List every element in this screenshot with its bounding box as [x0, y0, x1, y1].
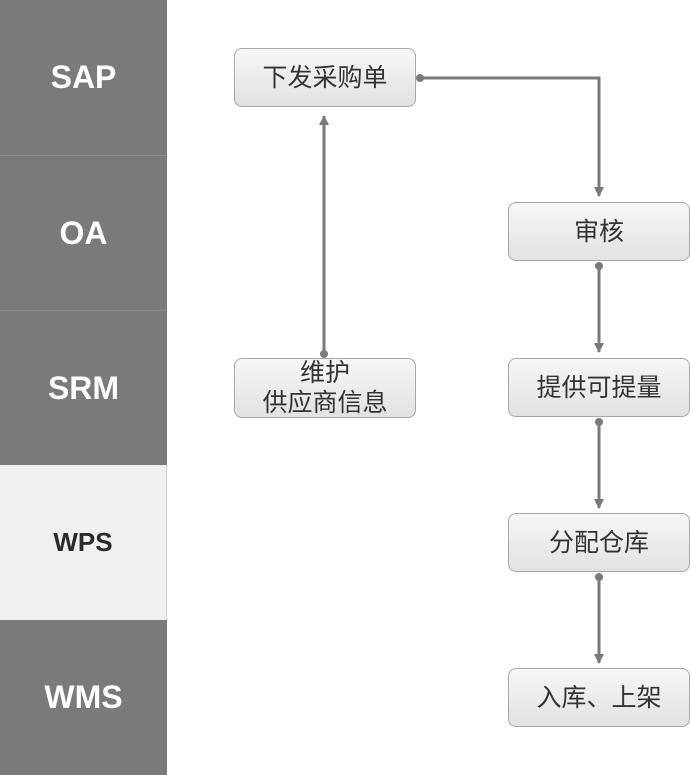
- lane-wms: WMS: [0, 620, 167, 775]
- lane-divider: [0, 310, 167, 311]
- node-maintain-supplier[interactable]: 维护 供应商信息: [234, 358, 416, 418]
- lane-label: WPS: [53, 527, 113, 557]
- node-putaway[interactable]: 入库、上架: [508, 668, 690, 727]
- lane-oa: OA: [0, 156, 167, 310]
- lane-srm: SRM: [0, 311, 167, 465]
- node-audit[interactable]: 审核: [508, 202, 690, 261]
- lane-wps: WPS: [0, 465, 167, 620]
- node-issue-po[interactable]: 下发采购单: [234, 48, 416, 107]
- connector-po-to-audit: [416, 74, 604, 197]
- node-provide-qty[interactable]: 提供可提量: [508, 358, 690, 417]
- connector-qty-to-warehouse: [594, 418, 604, 509]
- node-assign-warehouse[interactable]: 分配仓库: [508, 513, 690, 572]
- lane-divider: [0, 155, 167, 156]
- connector-supplier-to-po: [319, 115, 329, 358]
- connector-audit-to-qty: [594, 262, 604, 353]
- lane-label: SRM: [47, 369, 120, 406]
- lane-label: SAP: [50, 59, 117, 95]
- connector-warehouse-to-putaway: [594, 573, 604, 664]
- lane-label: WMS: [44, 679, 123, 715]
- lane-label: OA: [59, 214, 108, 251]
- lane-sap: SAP: [0, 0, 167, 155]
